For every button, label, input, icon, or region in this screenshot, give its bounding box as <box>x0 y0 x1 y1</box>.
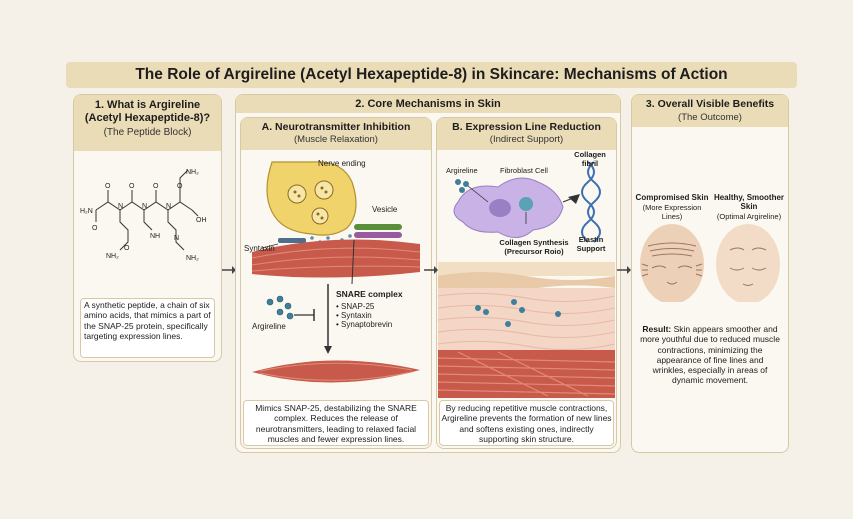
title-bar <box>66 62 797 88</box>
molecule-label: O <box>153 183 159 190</box>
fibroblast-label: Fibroblast Cell <box>500 166 548 175</box>
result-label: Result: <box>642 324 672 334</box>
molecule-label: NH₂ <box>186 255 199 262</box>
molecule-label: NH <box>150 233 160 240</box>
molecule-label: H₂N <box>80 208 93 215</box>
skin-layers-illustration <box>438 262 615 398</box>
snare-item-snap25: SNAP-25 <box>341 302 375 311</box>
collagen-fibril-label: Collagen fibril <box>574 150 606 168</box>
snare-item: • Synaptobrevin <box>336 320 393 329</box>
panel1-subtitle: (The Peptide Block) <box>103 127 192 138</box>
panel3-subtitle: (The Outcome) <box>678 112 742 123</box>
collagen-synthesis-sub: (Precursor Roio) <box>504 247 564 256</box>
arrow-2-to-3 <box>617 266 631 274</box>
molecule-label: O <box>105 183 111 190</box>
subpanelA-header <box>241 118 431 150</box>
arrow-a-to-b <box>424 266 438 274</box>
panel2-header <box>236 95 620 113</box>
molecule-label: N <box>174 235 179 242</box>
face-comparison-illustration <box>640 224 780 302</box>
argireline-label-b: Argireline <box>446 166 478 175</box>
panel1-header <box>74 95 221 151</box>
subpanelA-caption: Mimics SNAP-25, destabilizing the SNARE … <box>255 403 417 444</box>
molecule-label: NH₂ <box>106 253 119 260</box>
vesicle-label: Vesicle <box>372 205 398 214</box>
molecule-label: O <box>177 183 183 190</box>
panel1-description-box <box>80 298 215 358</box>
result-description: Skin appears smoother and more youthful … <box>640 324 780 386</box>
snare-item-syntaxin: Syntaxin <box>341 311 372 320</box>
subpanelA-subtitle: (Muscle Relaxation) <box>294 134 378 145</box>
molecule-label: N <box>142 203 147 210</box>
compromised-skin-sub: (More Expression Lines) <box>642 203 702 221</box>
snare-item: • SNAP-25 <box>336 302 375 311</box>
snare-complex-legend: SNARE complex • SNAP-25 • Syntaxin • Syn… <box>336 289 428 329</box>
molecule-label: O <box>92 225 98 232</box>
molecule-label: N <box>166 203 171 210</box>
page-title: The Role of Argireline (Acetyl Hexapepti… <box>135 66 728 83</box>
result-text: Result: Skin appears smoother and more y… <box>640 324 780 386</box>
elastin-support-label: Elastin Support <box>576 235 606 253</box>
panel3-header <box>632 95 788 127</box>
nerve-ending-label: Nerve ending <box>318 159 366 168</box>
healthy-skin-title: Healthy, Smoother Skin <box>713 193 785 211</box>
collagen-synthesis-label: Collagen Synthesis <box>499 238 569 247</box>
syntaxin-label: Syntaxin <box>244 244 275 253</box>
molecule-label: OH <box>196 217 207 224</box>
molecule-label: O <box>129 183 135 190</box>
subpanelB-title: B. Expression Line Reduction <box>452 121 601 133</box>
subpanelB-subtitle: (Indirect Support) <box>489 134 564 145</box>
peptide-molecule-diagram: H₂N O N O N O N O OH NH₂ NH₂ O NH₂ O N N… <box>80 169 207 262</box>
subpanelB-header <box>437 118 616 150</box>
subpanelA-caption-box <box>243 400 429 446</box>
molecule-label: NH₂ <box>186 169 199 176</box>
snare-item-synaptobrevin: Synaptobrevin <box>341 320 393 329</box>
subpanelB-caption-box <box>439 400 614 446</box>
panel2-title: 2. Core Mechanisms in Skin <box>355 98 501 110</box>
panel1-title-line2: (Acetyl Hexapeptide-8)? <box>84 112 211 124</box>
snare-complex-title: SNARE complex <box>336 289 403 299</box>
subpanelB-caption: By reducing repetitive muscle contractio… <box>441 403 612 444</box>
panel1-title-line1: 1. What is Argireline <box>94 99 201 111</box>
synapse-illustration <box>251 161 421 383</box>
argireline-label-a: Argireline <box>252 322 286 331</box>
healthy-skin-sub: (Optimal Argireline) <box>716 212 782 221</box>
arrow-1-to-2 <box>222 266 236 274</box>
compromised-skin-title: Compromised Skin <box>635 193 709 202</box>
subpanelA-title: A. Neurotransmitter Inhibition <box>261 121 411 133</box>
panel3-title: 3. Overall Visible Benefits <box>645 98 775 110</box>
molecule-label: O <box>124 245 130 252</box>
snare-item: • Syntaxin <box>336 311 372 320</box>
molecule-label: N <box>118 203 123 210</box>
fibroblast-illustration <box>453 161 601 243</box>
panel1-description: A synthetic peptide, a chain of six amin… <box>84 300 211 341</box>
